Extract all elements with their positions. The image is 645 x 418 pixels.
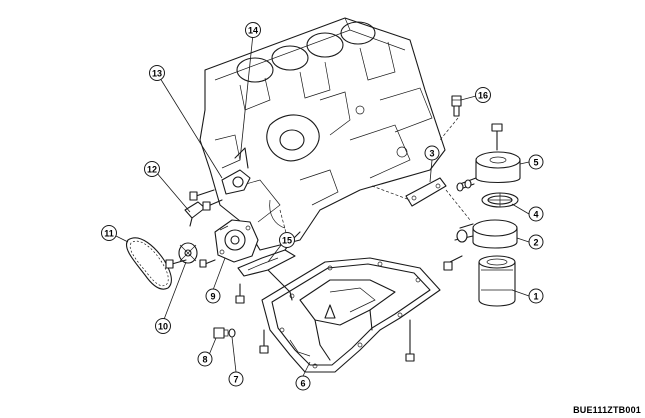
callout-11-label: 11 [104, 229, 114, 239]
callout-6-label: 6 [300, 379, 305, 389]
oil-pressure-switch [451, 95, 462, 117]
callout-11: 11 [101, 225, 117, 241]
oil-filter-body-gasket [405, 177, 447, 207]
oil-pump [214, 219, 259, 263]
callout-1-label: 1 [533, 292, 538, 302]
callout-3: 3 [424, 145, 440, 161]
oil-pump-chain [126, 237, 172, 290]
callout-5-label: 5 [533, 158, 538, 168]
callout-8: 8 [197, 351, 213, 367]
callout-13: 13 [149, 65, 165, 81]
callout-16-label: 16 [478, 91, 488, 101]
callout-1: 1 [528, 288, 544, 304]
callout-8-label: 8 [202, 355, 207, 365]
callout-14: 14 [245, 22, 261, 38]
callout-12-label: 12 [147, 165, 157, 175]
oil-pan [261, 257, 441, 373]
callout-9-label: 9 [210, 292, 215, 302]
callout-16: 16 [475, 87, 491, 103]
callout-5: 5 [528, 154, 544, 170]
drain-plug-washer [228, 328, 236, 338]
oil-cooler [456, 151, 521, 192]
oil-filter-body [454, 219, 518, 249]
callout-2-label: 2 [533, 238, 538, 248]
cylinder-block [199, 17, 446, 251]
callout-3-label: 3 [429, 149, 434, 159]
callout-4-label: 4 [533, 210, 538, 220]
chain-tensioner [221, 147, 251, 195]
oil-pump-sprocket [178, 242, 198, 264]
leader-lines [115, 33, 530, 377]
callout-10-label: 10 [158, 322, 168, 332]
callout-15: 15 [279, 232, 295, 248]
callout-14-label: 14 [248, 26, 258, 36]
callout-9: 9 [205, 288, 221, 304]
callout-7: 7 [228, 371, 244, 387]
callout-15-label: 15 [282, 236, 292, 246]
callout-6: 6 [295, 375, 311, 391]
callout-4: 4 [528, 206, 544, 222]
oil-filter [478, 255, 516, 307]
callout-2: 2 [528, 234, 544, 250]
callout-12: 12 [144, 161, 160, 177]
chain-guide [184, 201, 206, 227]
callout-7-label: 7 [233, 375, 238, 385]
figure-reference-code: BUE111ZTB001 [573, 405, 641, 415]
oil-cooler-gasket [481, 192, 519, 208]
callout-13-label: 13 [152, 69, 162, 79]
drain-plug [213, 327, 229, 339]
callout-10: 10 [155, 318, 171, 334]
bolts [165, 123, 503, 362]
